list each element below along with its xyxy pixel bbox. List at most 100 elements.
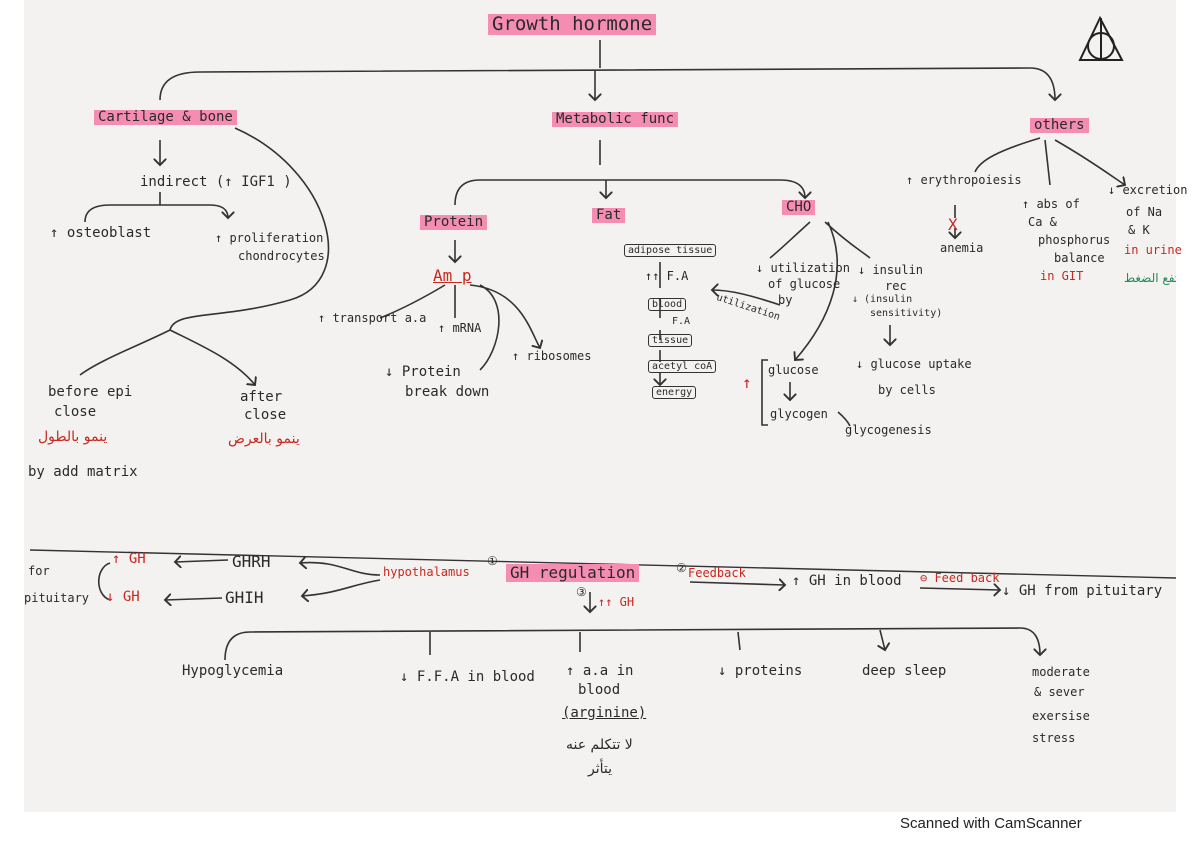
gh-in-blood: ↑ GH in blood [792, 573, 902, 589]
glucose-up-arrow: ↑ [742, 373, 752, 392]
proliferation-1: ↑ proliferation [215, 231, 324, 245]
tissue-box: tissue [648, 334, 693, 347]
exercise-1: moderate [1032, 665, 1090, 679]
fat-fa2: F.A [672, 316, 691, 327]
exercise-2: & sever [1034, 685, 1085, 699]
paper-sheet [24, 0, 1176, 812]
osteoblast: ↑ osteoblast [50, 225, 152, 241]
excretion-arabic: ترتفع الضغط [1124, 272, 1176, 285]
abs-2: Ca & [1028, 215, 1057, 229]
utilization-arrow [712, 290, 781, 306]
for-2: pituitary [24, 591, 90, 605]
adipose-box: adipose tissue [624, 244, 717, 257]
protein-breakdown-1: ↓ Protein [385, 364, 461, 380]
transport-aa: ↑ transport a.a [318, 311, 427, 325]
after-epi: after [240, 389, 283, 405]
fat-fa: ↑↑ F.A [645, 269, 689, 283]
aa-2: blood [578, 682, 621, 698]
cho-label: CHO [782, 199, 816, 216]
diagram-title: Growth hormone [488, 14, 657, 35]
glucose-uptake-2: by cells [878, 383, 936, 397]
abs-3: phosphorus [1038, 233, 1111, 247]
stimuli-arrows [429, 629, 885, 655]
deep-sleep: deep sleep [862, 663, 947, 679]
abs-4: balance [1054, 251, 1105, 265]
metabolic-split [454, 140, 805, 205]
anemia-x: X [948, 215, 958, 234]
top-branch-bar [159, 67, 1055, 100]
glycogenesis-label: glycogenesis [845, 423, 932, 437]
blood-box: blood [648, 298, 687, 311]
pit-bracket [97, 562, 111, 601]
num-2: ② [676, 561, 687, 575]
exercise-3: exersise [1032, 709, 1090, 723]
before-arabic: ينمو بالطول [38, 429, 108, 445]
branch-metabolic: Metabolic func [552, 111, 679, 128]
branch-others: others [1030, 117, 1089, 134]
acetyl-box: acetyl coA [648, 360, 717, 373]
ghih-to-gh [165, 598, 223, 600]
stimuli-bar [224, 627, 1040, 661]
proteins: ↓ proteins [718, 663, 803, 679]
proliferation-2: chondrocytes [238, 249, 325, 263]
before-close: close [54, 404, 97, 420]
num-3: ③ [576, 585, 587, 599]
after-close: close [244, 407, 287, 423]
glycogen-label: glycogen [770, 407, 828, 421]
insulin-1: ↓ insulin [858, 263, 924, 277]
anemia: anemia [940, 241, 984, 255]
up-gh: ↑ GH [112, 551, 146, 567]
cartilage-curve [169, 127, 330, 331]
gh-regulation-title: GH regulation [506, 564, 640, 582]
cho-branches [769, 221, 871, 360]
hallows-doodle [1078, 15, 1124, 61]
feedback: Feedback [688, 566, 746, 580]
protein-label: Protein [420, 214, 488, 231]
ghih: GHIH [225, 588, 264, 607]
erythropoiesis: ↑ erythropoiesis [906, 173, 1022, 187]
cho-utilization-2: of glucose [768, 277, 841, 291]
stress: stress [1032, 731, 1076, 745]
amp-branches [379, 284, 540, 371]
aa-3: (arginine) [562, 705, 647, 721]
ffa-blood: ↓ F.F.A in blood [400, 669, 535, 685]
insulin-4: sensitivity) [870, 308, 943, 319]
hypo-to-ghrh [300, 563, 381, 576]
abs-5: in GIT [1040, 269, 1084, 283]
for-1: for [28, 564, 50, 578]
excretion-1: ↓ excretion [1108, 183, 1188, 197]
neg-feedback-arrow [919, 588, 1000, 590]
cho-utilization-3: by [778, 293, 793, 307]
insulin-3: ↓ (insulin [852, 294, 913, 305]
amp-label: Am p [433, 266, 472, 285]
glucose-uptake-1: ↓ glucose uptake [856, 357, 972, 371]
aa-arabic-1: لا تتكلم عنه [566, 737, 633, 753]
others-branches [974, 137, 1125, 185]
upup-gh: ↑↑ GH [598, 595, 635, 609]
neg-feedback: ⊖ Feed back [920, 571, 1000, 585]
num-1: ① [487, 554, 498, 568]
feedback-arrow [689, 582, 785, 585]
excretion-2: of Na [1126, 205, 1163, 219]
glycogen-bracket [761, 359, 768, 426]
hypoglycemia: Hypoglycemia [182, 663, 284, 679]
branch-cartilage: Cartilage & bone [94, 109, 237, 126]
insulin-2: rec [885, 279, 907, 293]
before-epi: before epi [48, 384, 133, 400]
energy-box: energy [652, 386, 697, 399]
add-matrix: by add matrix [28, 464, 138, 480]
glycogenesis-arrow [837, 411, 851, 427]
after-arabic: ينمو بالعرض [228, 431, 300, 447]
gh-from-pituitary: ↓ GH from pituitary [1002, 583, 1163, 599]
indirect-igf1: indirect (↑ IGF1 ) [140, 174, 292, 190]
hypothalamus: hypothalamus [383, 565, 470, 579]
down-gh: ↓ GH [106, 589, 140, 605]
mrna: ↑ mRNA [438, 321, 482, 335]
hypo-to-ghih [302, 579, 381, 596]
excretion-3: & K [1128, 223, 1150, 237]
aa-1: ↑ a.a in [566, 663, 634, 679]
glucose-label: glucose [768, 363, 819, 377]
excretion-4: in urine [1124, 243, 1182, 257]
indirect-split [84, 192, 228, 222]
